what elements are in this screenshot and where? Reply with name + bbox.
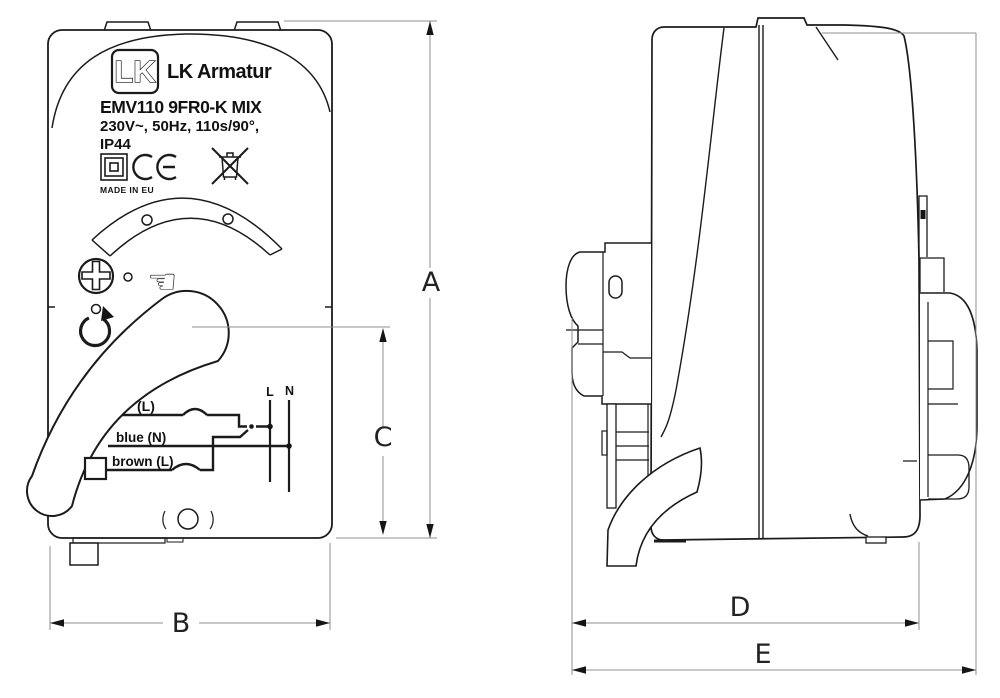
- dimension-b: B: [49, 543, 331, 639]
- weee-crossed-bin-icon: [211, 147, 249, 185]
- phillips-screw-icon: [77, 257, 115, 295]
- dimension-d-label: D: [730, 592, 751, 623]
- indicator-arc-slot: [91, 197, 283, 257]
- dimension-d: D: [571, 318, 920, 675]
- wiring-diagram: [100, 400, 292, 492]
- terminal-square: [83, 456, 108, 481]
- front-top-tab-left: [103, 21, 152, 32]
- cover-slant-line: [660, 27, 725, 438]
- dimension-a-label: A: [422, 267, 441, 298]
- slot-hole-left: [141, 214, 153, 226]
- front-bottom-details: [69, 508, 214, 566]
- class-ii-insulation-icon: [100, 153, 128, 181]
- dimension-c-label: C: [374, 422, 393, 453]
- lk-logo-monogram: LK: [114, 54, 156, 89]
- dimensions: A C B D: [49, 20, 977, 675]
- lk-logo-frame: [110, 48, 160, 95]
- wire2-label: blue (N): [116, 430, 166, 445]
- side-lever: [606, 446, 703, 567]
- dimension-e: E: [572, 32, 977, 675]
- neutral-terminal-label: N: [285, 384, 294, 398]
- rotate-ccw-icon: [78, 306, 114, 348]
- wire1-label: (L): [137, 398, 155, 414]
- dimension-c: C: [192, 326, 393, 535]
- bracket-slot: [608, 275, 623, 299]
- slot-hole-right: [222, 213, 234, 225]
- bottom-hole: [177, 508, 199, 530]
- wire3-path: [100, 429, 249, 472]
- model-text: EMV110 9FR0-K MIX: [100, 97, 262, 117]
- dimension-e-label: E: [754, 639, 771, 670]
- ip-rating-text: IP44: [100, 136, 132, 153]
- origin-text: MADE IN EU: [100, 185, 154, 195]
- wire1-path: [112, 407, 268, 428]
- side-bottom-hook: [849, 513, 869, 537]
- housing-seam: [758, 25, 764, 538]
- switch-contact-dot: [249, 424, 254, 429]
- brand-text: LK Armatur: [167, 61, 272, 83]
- side-knob: [903, 195, 978, 501]
- junction-dot-n: [286, 443, 292, 449]
- dimension-a: A: [284, 20, 441, 539]
- cover-corner-line: [815, 26, 839, 61]
- specs-text: 230V~, 50Hz, 110s/90°,: [100, 118, 259, 135]
- bottom-plate-small: [166, 537, 184, 543]
- front-foot: [69, 542, 99, 566]
- front-top-tab-right: [233, 21, 282, 32]
- small-hole-lower: [90, 303, 102, 315]
- cover-inner-arc: [51, 33, 331, 129]
- side-bottom-tab: [865, 536, 887, 544]
- dimension-b-label: B: [172, 608, 191, 639]
- ce-mark-icon: [132, 153, 177, 181]
- wire3-label: brown (L): [112, 454, 173, 469]
- mounting-bracket: [565, 242, 651, 405]
- side-view: [565, 17, 978, 567]
- valve-stem: [601, 403, 649, 509]
- junction-dot-l: [267, 423, 273, 430]
- bottom-plate: [72, 537, 166, 544]
- wiring-labels: (L) blue (N) brown (L) L N: [83, 384, 294, 481]
- front-view: LK LK Armatur EMV110 9FR0-K MIX 230V~, 5…: [26, 21, 333, 566]
- small-hole-upper: [123, 272, 133, 282]
- line-terminal-label: L: [266, 385, 274, 399]
